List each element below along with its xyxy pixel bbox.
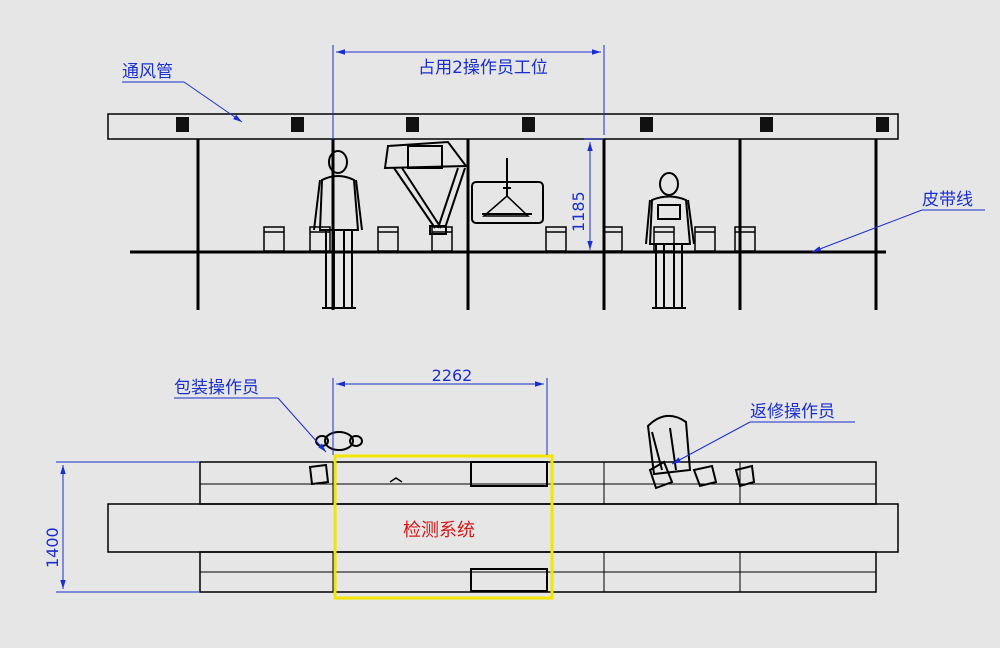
frame-posts [196,139,878,310]
vent-pipe-callout: 通风管 [122,62,243,123]
vent-opening [291,117,304,132]
belt-line-label: 皮带线 [922,190,973,210]
vent-openings [176,117,889,132]
detection-unit-lower [470,568,548,592]
vent-opening [760,117,773,132]
dimension-1185-label: 1185 [569,191,588,232]
packing-operator-callout: 包装操作员 [174,378,327,453]
dimension-station-span: 占用2操作员工位 [332,45,605,140]
vent-opening [522,117,535,132]
vent-opening [640,117,653,132]
dimension-1400: 1400 [43,461,200,593]
detection-system-zone [333,454,554,600]
dimension-2262: 2262 [332,366,548,455]
vent-duct [107,113,899,140]
belt-line-callout: 皮带线 [811,190,985,253]
upper-workbench [199,461,877,505]
detection-camera-housing [471,158,544,224]
belt-strip-plan [107,503,899,553]
repair-operator-label: 返修操作员 [750,402,835,422]
vent-opening [876,117,889,132]
vent-opening [176,117,189,132]
repair-operator-callout: 返修操作员 [671,402,855,465]
repair-operator-figure [645,172,695,309]
dimension-1400-label: 1400 [43,527,62,568]
detection-unit-upper [470,461,548,487]
packing-operator-topview [308,431,363,486]
packing-operator-label: 包装操作员 [174,378,259,398]
dimension-1185: 1185 [569,138,604,250]
vent-pipe-label: 通风管 [122,62,173,82]
plan-view: 检测系统 2262 1400 [43,366,899,600]
dimension-2262-label: 2262 [432,366,473,385]
front-elevation-view: 1185 占用2操作员工位 通风管 皮带线 [107,45,985,310]
vent-opening [406,117,419,132]
packing-operator-figure [313,150,363,309]
robot-arm [383,140,468,235]
detection-system-label: 检测系统 [403,520,475,541]
repair-operator-topview [646,415,756,490]
station-span-label: 占用2操作员工位 [418,58,548,78]
